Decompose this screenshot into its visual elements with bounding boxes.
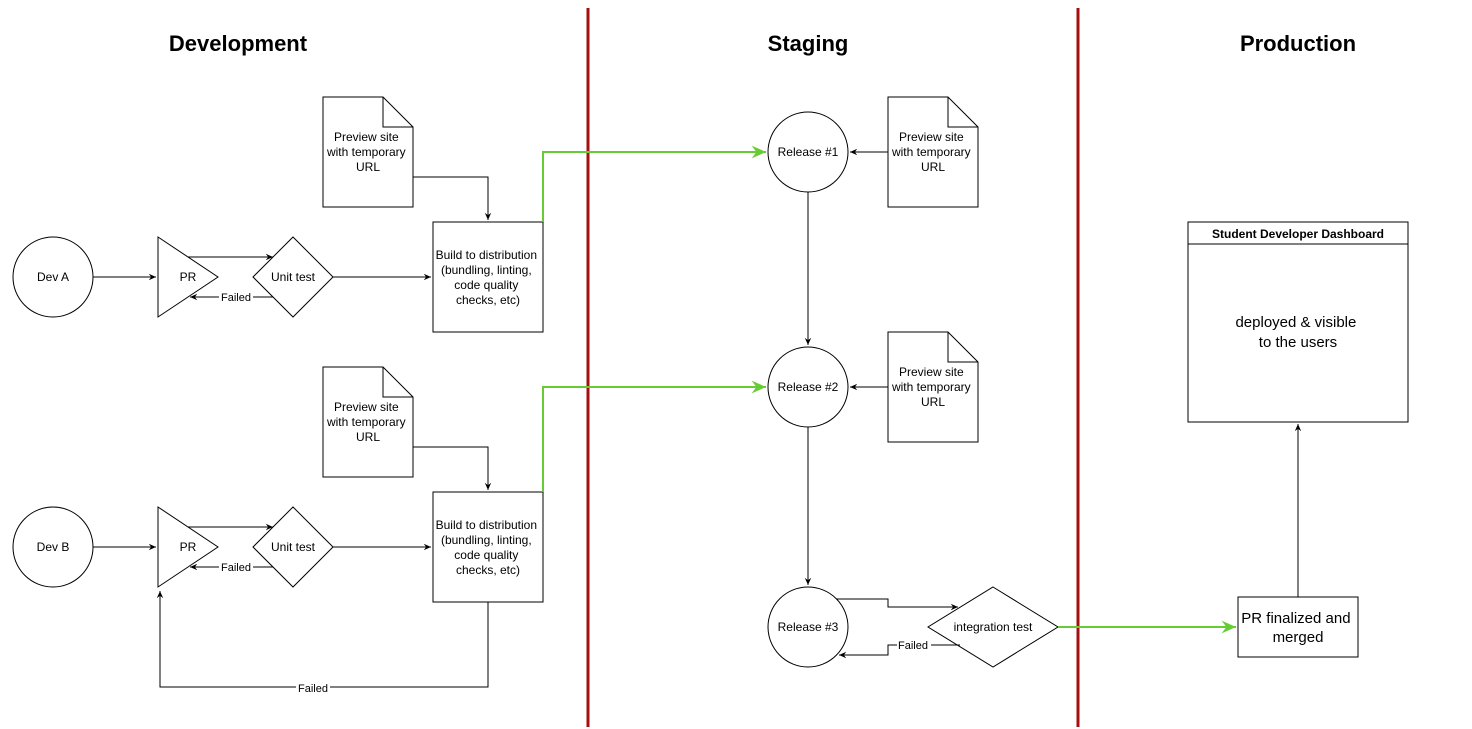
dev-a-label: Dev A <box>37 270 69 284</box>
pr-finalized-node[interactable]: PR finalized and merged <box>1237 596 1359 658</box>
dev-b-preview-label: Preview site with temporary URL <box>326 400 409 444</box>
dev-b-failed-label: Failed <box>221 562 251 574</box>
release3-node[interactable]: Release #3 <box>767 586 849 668</box>
dev-a-preview-doc[interactable]: Preview site with temporary URL <box>322 96 414 208</box>
dev-a-node[interactable]: Dev A <box>12 236 94 318</box>
dev-b-node[interactable]: Dev B <box>12 506 94 588</box>
dashboard-panel[interactable]: Student Developer Dashboard deployed & v… <box>1187 221 1409 423</box>
production-lane: PR finalized and merged Student Develope… <box>1058 221 1409 658</box>
lane-heading-staging: Staging <box>768 31 849 56</box>
dev-a-build-node[interactable]: Build to distribution (bundling, linting… <box>432 221 544 333</box>
release1-label: Release #1 <box>778 145 839 159</box>
dev-a-unit-test-node[interactable]: Unit test <box>252 236 334 318</box>
dev-b-build-label: Build to distribution (bundling, linting… <box>436 518 541 577</box>
dev-a-preview-label: Preview site with temporary URL <box>326 130 409 174</box>
dev-b-build-failed-label: Failed <box>298 683 328 695</box>
dev-b-build-node[interactable]: Build to distribution (bundling, linting… <box>432 491 544 603</box>
integration-failed-label: Failed <box>898 640 928 652</box>
dev-b-pr-label: PR <box>180 540 197 554</box>
edge-build-a-to-release1 <box>542 145 766 222</box>
edge-release3-to-integration-test <box>836 598 958 611</box>
dashboard-body: deployed & visible to the users <box>1235 314 1360 351</box>
dev-a-pr-node[interactable]: PR <box>157 236 219 318</box>
dashboard-title: Student Developer Dashboard <box>1212 227 1384 241</box>
dev-b-pr-node[interactable]: PR <box>157 506 219 588</box>
dev-b-label: Dev B <box>37 540 70 554</box>
dev-a-row: Preview site with temporary URL Dev A PR… <box>12 96 766 333</box>
staging-preview1-label: Preview site with temporary URL <box>891 130 974 174</box>
staging-preview1-doc[interactable]: Preview site with temporary URL <box>887 96 979 208</box>
lane-heading-development: Development <box>169 31 308 56</box>
dev-b-row: Preview site with temporary URL Dev B PR… <box>12 366 766 695</box>
dev-b-unit-test-label: Unit test <box>271 540 316 554</box>
staging-preview2-label: Preview site with temporary URL <box>891 365 974 409</box>
pr-finalized-label: PR finalized and merged <box>1241 610 1354 646</box>
dev-b-unit-test-node[interactable]: Unit test <box>252 506 334 588</box>
integration-test-node[interactable]: integration test <box>927 586 1059 668</box>
release2-label: Release #2 <box>778 380 839 394</box>
release1-node[interactable]: Release #1 <box>767 111 849 193</box>
edge-preview-a-to-build <box>413 176 492 220</box>
lane-heading-production: Production <box>1240 31 1356 56</box>
staging-preview2-doc[interactable]: Preview site with temporary URL <box>887 331 979 443</box>
edge-build-b-failed-to-pr <box>156 591 489 688</box>
dev-a-unit-test-label: Unit test <box>271 270 316 284</box>
dev-a-pr-label: PR <box>180 270 197 284</box>
integration-test-label: integration test <box>954 620 1033 634</box>
release2-node[interactable]: Release #2 <box>767 346 849 428</box>
release3-label: Release #3 <box>778 620 839 634</box>
staging-lane: Release #1 Preview site with temporary U… <box>767 96 1059 668</box>
edge-build-b-to-release2 <box>542 380 766 492</box>
dev-b-preview-doc[interactable]: Preview site with temporary URL <box>322 366 414 478</box>
edge-preview-b-to-build <box>413 446 492 490</box>
dev-a-failed-label: Failed <box>221 292 251 304</box>
dev-a-build-label: Build to distribution (bundling, linting… <box>436 248 541 307</box>
